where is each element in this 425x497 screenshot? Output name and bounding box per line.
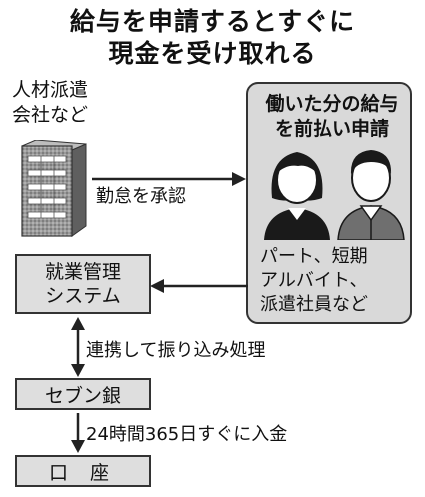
deposit-label: 24時間365日すぐに入金 — [86, 424, 288, 445]
building-icon — [21, 140, 87, 237]
worker-types: パート、短期 アルバイト、 派遣社員など — [252, 245, 412, 317]
request-arrow — [150, 279, 248, 293]
company-label-line-2: 会社など — [12, 104, 89, 126]
link-double-arrow — [71, 317, 85, 377]
work-management-system-box: 就業管理 システム — [15, 254, 151, 314]
company-label-line-1: 人材派遣 — [12, 79, 89, 101]
panel-title: 働いた分の給与 を前払い申請 — [252, 92, 412, 142]
title-line-2: 現金を受け取れる — [108, 39, 317, 68]
worker-panel — [246, 82, 412, 324]
bank-box: セブン銀 — [15, 378, 151, 410]
woman-icon — [264, 152, 330, 240]
link-label: 連携して振り込み処理 — [86, 340, 266, 361]
worker-types-line-3: 派遣社員など — [260, 294, 368, 315]
work-system-line-2: システム — [45, 285, 121, 307]
approve-label: 勤怠を承認 — [96, 186, 186, 207]
worker-types-line-1: パート、短期 — [260, 246, 368, 267]
man-icon — [337, 150, 405, 240]
panel-title-line-1: 働いた分の給与 — [265, 93, 399, 115]
deposit-arrow — [71, 413, 85, 453]
account-box: 口 座 — [15, 455, 151, 487]
work-system-line-1: 就業管理 — [44, 261, 121, 283]
approve-arrow — [92, 172, 246, 186]
title-line-1: 給与を申請するとすぐに — [69, 7, 356, 36]
worker-types-line-2: アルバイト、 — [260, 270, 368, 291]
panel-title-line-2: を前払い申請 — [274, 118, 389, 140]
company-label: 人材派遣 会社など — [12, 78, 88, 128]
